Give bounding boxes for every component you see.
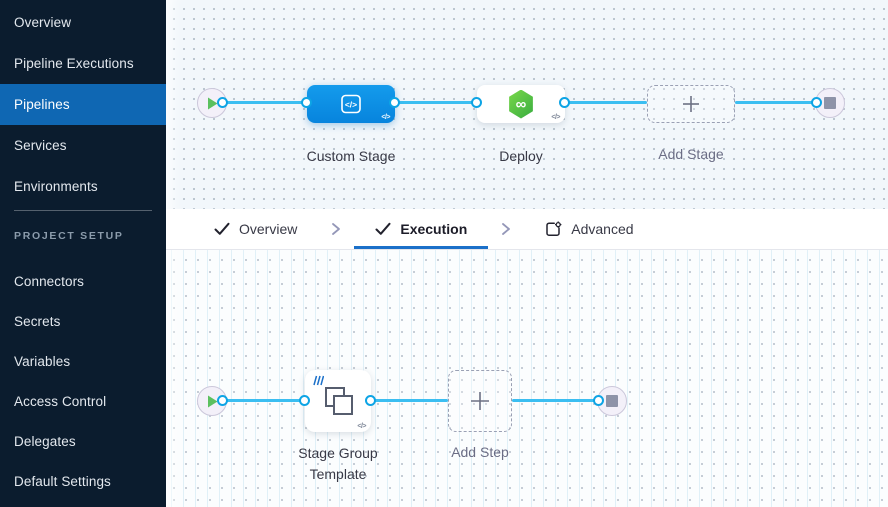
edge-add-step-to-end [512,399,599,402]
chevron-right-icon [500,222,512,236]
sidebar-section-project-setup: PROJECT SETUP [14,230,124,242]
step-label-stage-group-template: Stage Group Template [298,445,378,482]
check-icon [214,222,230,235]
stage-label-custom-stage: Custom Stage [306,148,396,164]
stage-group-icon [325,387,353,415]
stage-node-deploy[interactable]: ∞ </> [477,85,565,123]
port-exec-end-in[interactable] [593,395,604,406]
tab-label: Advanced [571,221,634,237]
execution-canvas: </> Stage Group Template Add Step [166,250,888,507]
edge-start-to-stage-group [212,399,305,402]
add-stage-button[interactable] [647,85,735,123]
edge-custom-stage-to-deploy [395,101,477,104]
step-label-add-step: Add Step [451,444,509,460]
port-deploy-in[interactable] [471,97,482,108]
port-end-in[interactable] [811,97,822,108]
play-icon [207,395,217,407]
chevron-right-icon [330,222,342,236]
stop-icon [606,395,618,407]
tab-advanced[interactable]: Advanced [524,209,654,249]
port-start-out[interactable] [217,97,228,108]
tab-label: Overview [239,221,298,237]
sidebar-nav: Overview Pipeline Executions Pipelines S… [0,0,166,507]
port-stage-group-out[interactable] [365,395,376,406]
check-icon [375,222,391,235]
port-stage-group-in[interactable] [299,395,310,406]
code-badge: </> [357,423,366,430]
sidebar-item-connectors[interactable]: Connectors [14,273,85,289]
sidebar-item-variables[interactable]: Variables [14,353,71,369]
port-custom-stage-in[interactable] [301,97,312,108]
stage-label-deploy: Deploy [499,148,543,164]
sidebar-divider [14,210,152,211]
template-badge-icon [313,375,324,386]
code-glyph: </> [345,100,357,110]
stage-node-custom-stage[interactable]: </> </> [307,85,395,123]
sidebar-item-services[interactable]: Services [14,138,67,153]
sidebar-item-environments[interactable]: Environments [14,179,98,194]
sidebar-item-default-settings[interactable]: Default Settings [14,473,111,489]
port-exec-start-out[interactable] [217,395,228,406]
step-node-stage-group-template[interactable]: </> [305,370,371,432]
sidebar-item-secrets[interactable]: Secrets [14,313,61,329]
tab-label: Execution [400,221,468,237]
play-icon [207,97,217,109]
sidebar-item-pipelines[interactable]: Pipelines [0,84,166,125]
tab-execution[interactable]: Execution [354,209,489,249]
port-custom-stage-out[interactable] [389,97,400,108]
code-badge: </> [381,114,390,121]
tab-overview[interactable]: Overview [193,209,318,249]
plus-icon [471,392,489,410]
add-step-button[interactable] [448,370,512,432]
advanced-settings-icon [546,220,562,236]
edge-add-stage-to-end [735,101,818,104]
stop-icon [824,97,836,109]
custom-stage-icon: </> [341,94,361,114]
sidebar-item-pipeline-executions[interactable]: Pipeline Executions [14,56,134,71]
plus-icon [683,96,699,112]
code-badge: </> [551,114,560,121]
stage-pipeline-canvas: </> </> ∞ </> [166,0,888,209]
infinity-glyph: ∞ [515,95,527,113]
sidebar-item-delegates[interactable]: Delegates [14,433,76,449]
edge-deploy-to-add-stage [565,101,647,104]
edge-start-to-custom-stage [212,101,307,104]
port-deploy-out[interactable] [559,97,570,108]
edge-stage-group-to-add-step [371,399,448,402]
sidebar-item-overview[interactable]: Overview [14,15,72,30]
cd-deploy-icon: ∞ [509,89,533,119]
pipeline-stage-tabbar: Overview Execution [166,209,888,250]
stage-label-add-stage: Add Stage [658,146,724,162]
main-panel: </> </> ∞ </> [166,0,888,507]
sidebar-item-access-control[interactable]: Access Control [14,393,107,409]
